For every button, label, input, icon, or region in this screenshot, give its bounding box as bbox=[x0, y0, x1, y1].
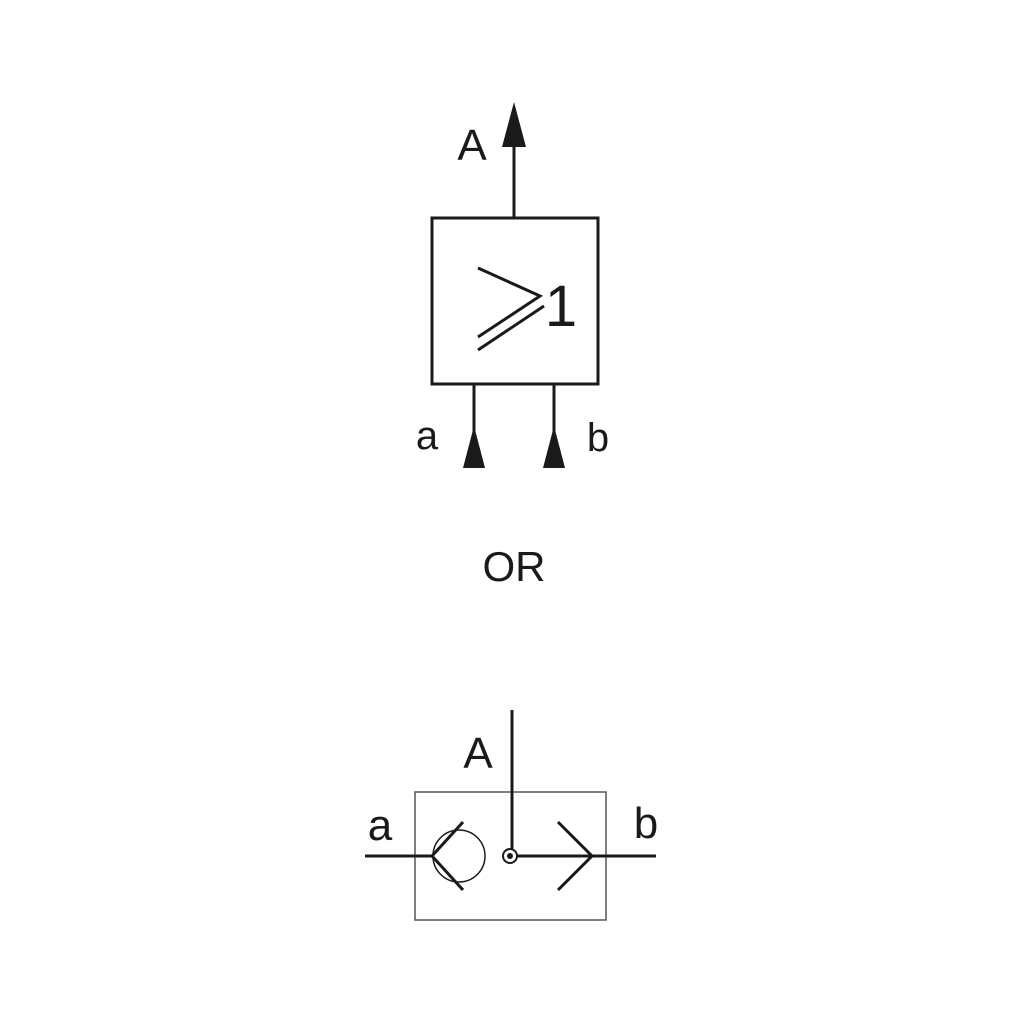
shuttle-valve-symbol: A a b bbox=[365, 710, 658, 921]
or-separator-text: OR bbox=[483, 543, 546, 590]
input-a-arrowhead bbox=[463, 426, 485, 468]
greater-equal-sign bbox=[477, 266, 545, 352]
gate-box bbox=[430, 216, 600, 386]
left-seat bbox=[429, 820, 465, 892]
valve-output-label: A bbox=[463, 729, 493, 778]
valve-input-b-label: b bbox=[634, 799, 658, 848]
shuttle-ball bbox=[432, 829, 486, 883]
valve-input-a-label: a bbox=[368, 801, 393, 850]
input-b-arrowhead bbox=[543, 426, 565, 468]
logic-or-symbol: A 1 a b bbox=[416, 102, 609, 468]
output-arrowhead bbox=[502, 102, 526, 147]
output-label-a: A bbox=[457, 121, 487, 170]
input-a-label: a bbox=[416, 414, 439, 458]
junction-dot-inner bbox=[507, 853, 513, 859]
input-b-label: b bbox=[587, 416, 609, 460]
function-value: 1 bbox=[545, 274, 577, 339]
right-seat bbox=[556, 820, 595, 892]
